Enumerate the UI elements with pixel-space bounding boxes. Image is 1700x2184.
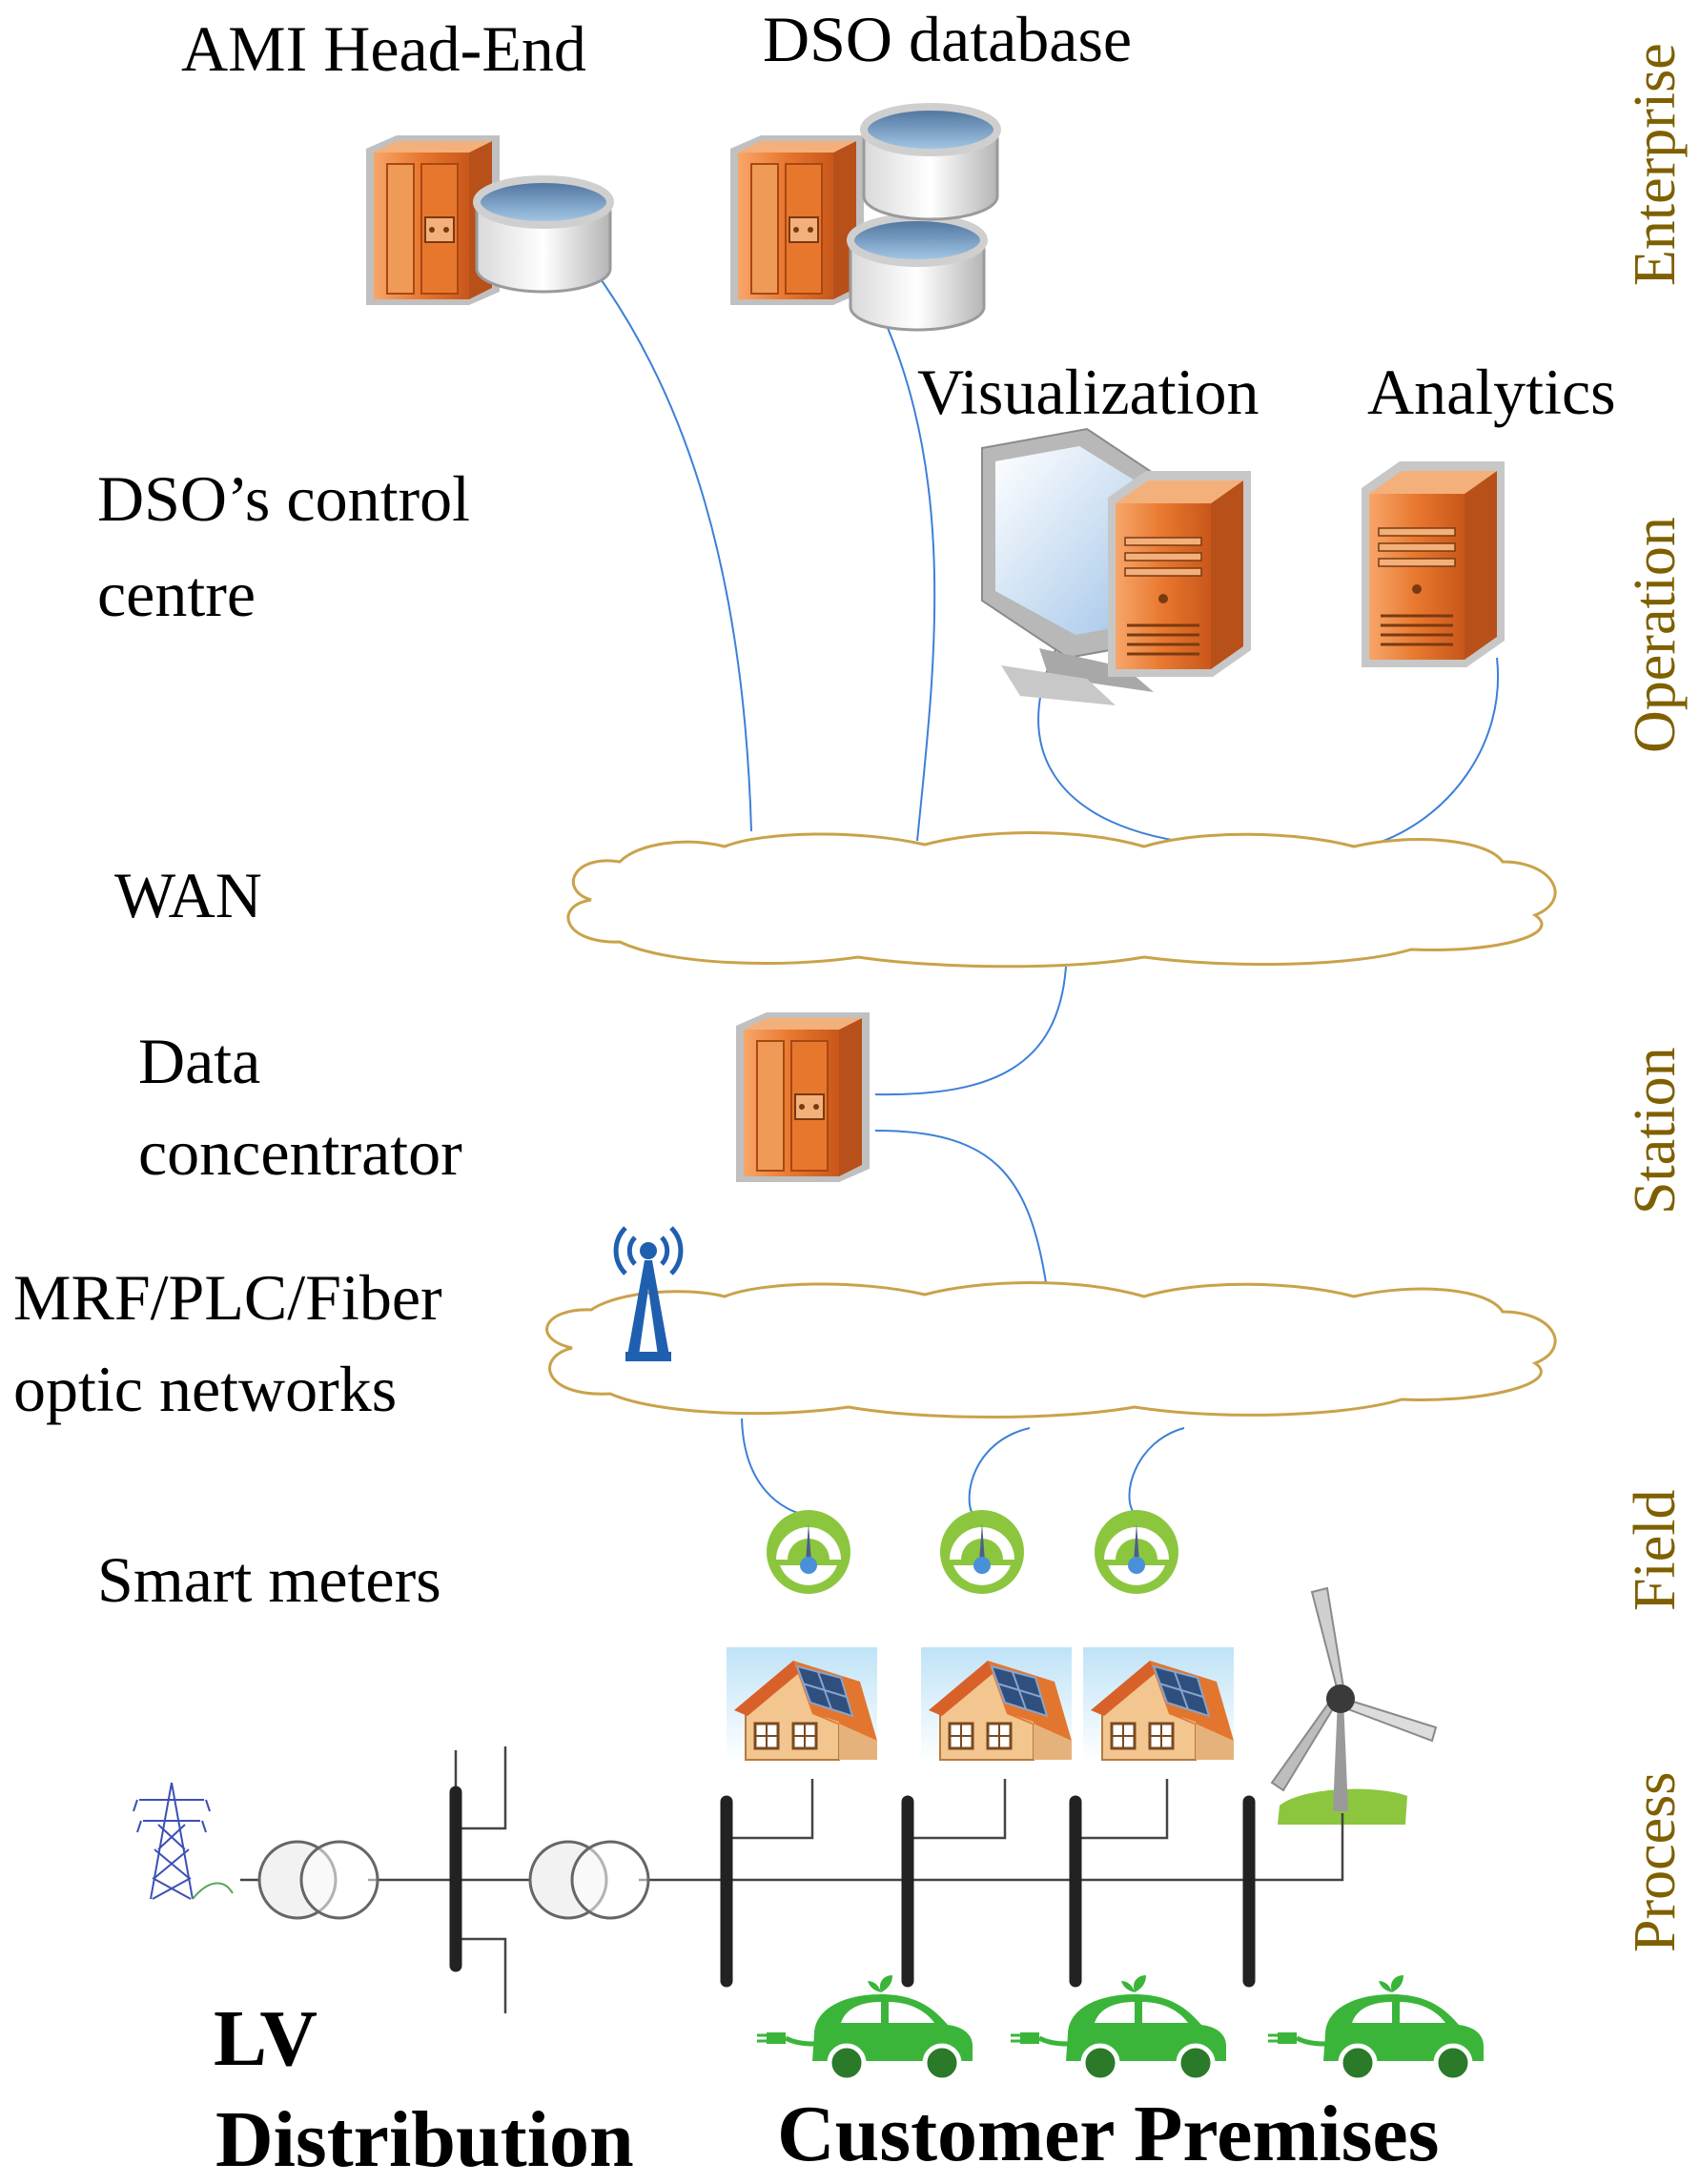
link-analytics-to-wan: [1372, 657, 1500, 846]
visualization-server-icon: [1106, 469, 1253, 679]
link-field-network-to-meter-3: [1128, 1427, 1185, 1515]
transformer-icon: [528, 1840, 650, 1920]
electric-car-icon: [757, 1975, 973, 2080]
label-control-centre-line2: centre: [97, 558, 256, 630]
transmission-tower-icon: [133, 1782, 234, 1900]
label-data-concentrator-line2: concentrator: [138, 1116, 462, 1189]
solar-house-icon: [1081, 1645, 1236, 1764]
zone-label-process: Process: [1623, 1772, 1688, 1952]
label-customer-premises: Customer Premises: [777, 2090, 1439, 2178]
zone-label-station: Station: [1623, 1047, 1688, 1214]
smart-meter-icon: [940, 1510, 1024, 1594]
dso-database-disk-upper-icon: [864, 107, 997, 219]
solar-house-icon: [725, 1645, 879, 1764]
link-field-network-to-meter-2: [968, 1427, 1031, 1515]
label-lv-line2: Distribution: [215, 2095, 634, 2184]
link-wan-to-data-concentrator: [874, 966, 1067, 1096]
dso-database-server-icon: [729, 134, 865, 306]
dso-database-disk-lower-icon: [850, 217, 984, 330]
power-lines: [240, 1746, 1344, 2013]
wind-turbine-icon: [1270, 1586, 1438, 1825]
label-smart-meters: Smart meters: [97, 1543, 441, 1616]
transformer-icon: [257, 1840, 379, 1920]
label-wan: WAN: [114, 859, 262, 931]
label-ami-head-end: AMI Head-End: [181, 12, 586, 85]
analytics-server-icon: [1360, 459, 1506, 669]
label-field-network-line1: MRF/PLC/Fiber: [13, 1261, 442, 1334]
label-control-centre-line1: DSO’s control: [97, 462, 470, 535]
link-data-concentrator-to-field-network: [874, 1130, 1048, 1290]
field-network-cloud-icon: [545, 1281, 1557, 1419]
zone-label-operation: Operation: [1623, 517, 1688, 753]
electric-car-icon: [1268, 1975, 1484, 2080]
zone-label-field: Field: [1623, 1490, 1688, 1611]
label-analytics: Analytics: [1367, 356, 1616, 428]
solar-house-icon: [919, 1645, 1074, 1764]
smart-meter-icon: [1095, 1510, 1178, 1594]
label-field-network-line2: optic networks: [13, 1353, 397, 1425]
antenna-icon: [613, 1226, 684, 1361]
label-lv-line1: LV: [214, 1994, 317, 2083]
link-field-network-to-meter-1: [741, 1418, 809, 1517]
data-concentrator-server-icon: [735, 1011, 870, 1183]
busbars: [449, 1786, 1256, 1988]
link-dso-database-to-wan: [862, 276, 936, 842]
label-dso-database: DSO database: [763, 3, 1132, 75]
label-visualization: Visualization: [917, 356, 1260, 428]
electric-car-icon: [1011, 1975, 1226, 2080]
wan-cloud-icon: [566, 831, 1557, 969]
ami-head-end-database-icon: [477, 179, 610, 292]
label-data-concentrator-line1: Data: [138, 1025, 260, 1097]
smart-meter-icon: [767, 1510, 850, 1594]
zone-label-enterprise: Enterprise: [1623, 43, 1688, 286]
link-ami-head-end-to-wan: [598, 276, 752, 832]
